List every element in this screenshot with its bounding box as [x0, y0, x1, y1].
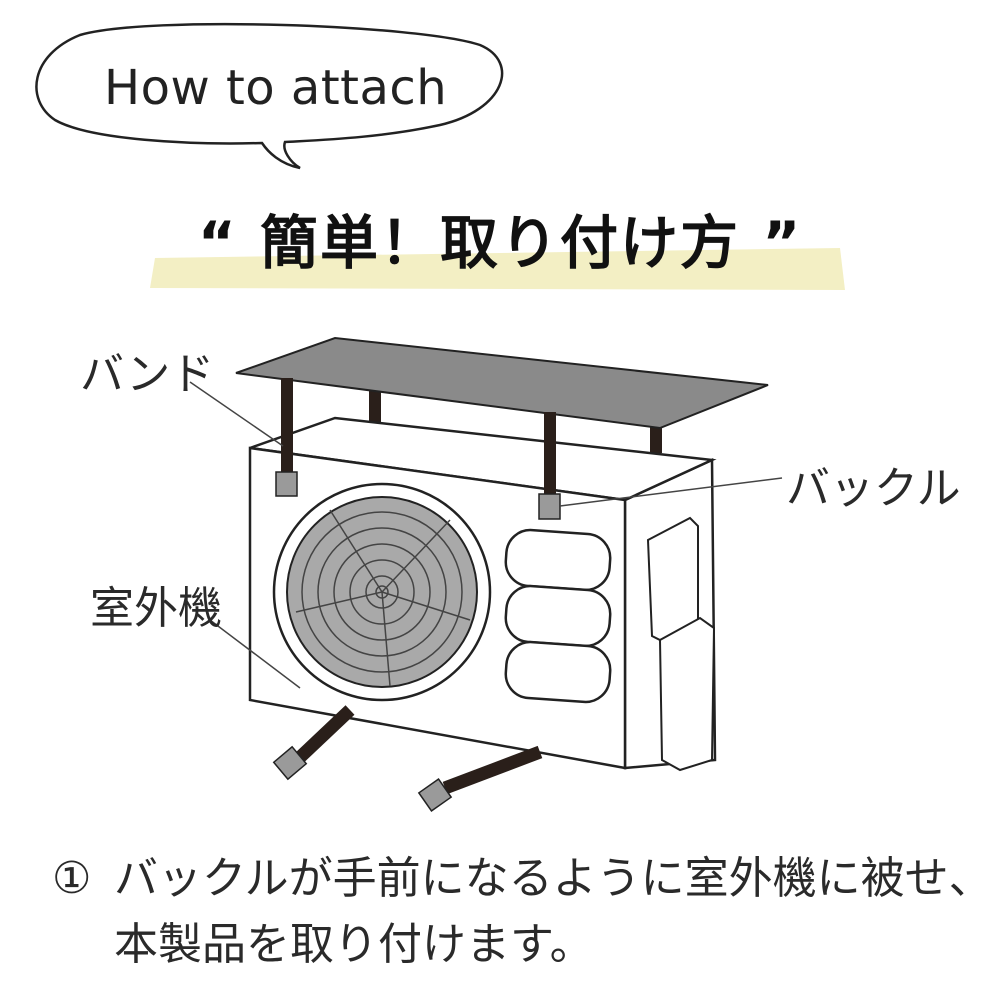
instruction: ① バックルが手前になるように室外機に被せ、 本製品を取り付けます。: [52, 846, 993, 978]
buckle-right: [538, 493, 561, 520]
label-band: バンド: [80, 349, 215, 400]
bottom-strap-right: [442, 745, 543, 795]
fan-rings: [301, 511, 463, 673]
front-strap-right: [544, 412, 556, 496]
bottom-buckle-right: [417, 778, 453, 812]
back-strap-right: [650, 423, 662, 453]
bubble-text: How to attach: [104, 60, 448, 116]
leader-buckle: [559, 477, 783, 507]
side-valve: [658, 616, 716, 772]
speech-bubble: [35, 22, 504, 170]
buckle-left: [275, 471, 298, 497]
step-number: ①: [52, 853, 92, 904]
title-highlight: [150, 248, 845, 290]
page-title: “ 簡単！取り付け方 ”: [197, 209, 803, 277]
vent-2: [504, 584, 612, 648]
vent-1: [504, 528, 612, 592]
instruction-line-2: 本製品を取り付けます。: [114, 919, 594, 970]
bottom-buckle-left: [272, 745, 308, 781]
back-strap-left: [369, 385, 381, 423]
front-strap-left: [281, 378, 293, 478]
leader-unit: [209, 619, 301, 689]
leader-band: [189, 381, 284, 447]
fan-spokes: [295, 509, 471, 687]
label-buckle: バックル: [786, 463, 961, 514]
label-outdoor-unit: 室外機: [90, 583, 222, 634]
side-panel: [646, 516, 699, 642]
vent-3: [504, 640, 612, 704]
cover-top: [235, 336, 769, 430]
instruction-line-1: ① バックルが手前になるように室外機に被せ、: [52, 846, 993, 912]
instruction-text-1: バックルが手前になるように室外機に被せ、: [114, 853, 993, 904]
bottom-strap-left: [290, 705, 355, 767]
